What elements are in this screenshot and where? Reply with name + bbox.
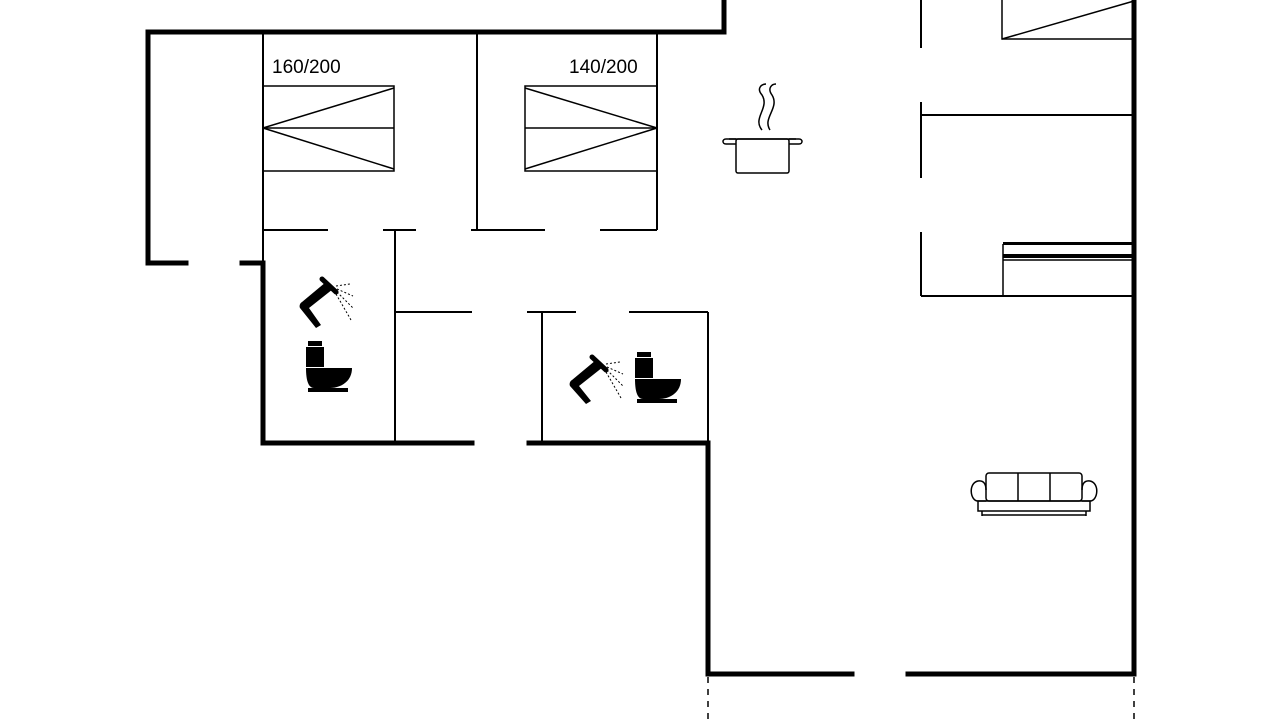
- shower-icon: [569, 354, 624, 404]
- bed-top-right: [1001, 0, 1135, 40]
- bed-140-200: 140/200: [524, 57, 658, 172]
- bed-160-200: 160/200: [262, 57, 395, 172]
- toilet-icon: [635, 352, 681, 403]
- bed-size-label: 140/200: [569, 57, 638, 78]
- toilet-icon: [306, 341, 352, 392]
- sofa-icon: [970, 472, 1098, 516]
- shower-icon: [299, 276, 354, 328]
- bed-middle-right: [1002, 242, 1134, 296]
- bed-size-label: 160/200: [272, 57, 341, 78]
- cooking-pot-icon: [722, 83, 803, 174]
- exterior-walls: [145, 0, 1137, 677]
